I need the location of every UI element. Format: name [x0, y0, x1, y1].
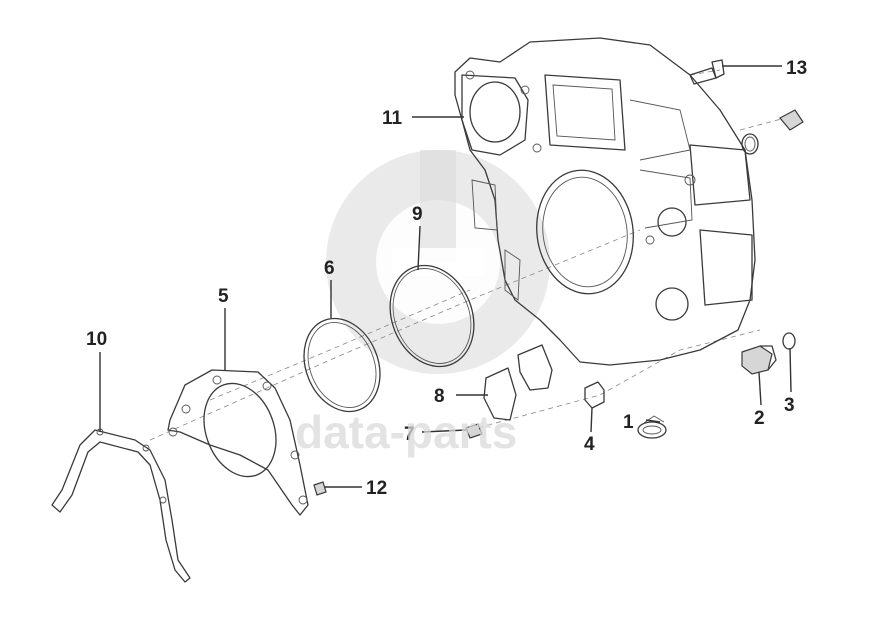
- watermark-logo: [326, 150, 550, 374]
- callout-1: 1: [623, 412, 634, 433]
- callout-3: 3: [784, 395, 795, 416]
- part-4-nut: [584, 381, 605, 409]
- callout-11: 11: [382, 108, 403, 129]
- assembly-axes: [149, 69, 786, 441]
- part-8-cover-plates: [483, 344, 553, 421]
- part-2-cap: [741, 345, 777, 375]
- part-5-seal-carrier: [167, 369, 309, 516]
- part-10-gasket: [51, 428, 191, 583]
- part-9-ring: [389, 264, 475, 368]
- sensor-with-seal: [741, 109, 804, 155]
- part-13-bolt: [689, 59, 725, 85]
- callout-4: 4: [584, 434, 595, 455]
- part-1-clamp: [637, 415, 667, 439]
- callout-13: 13: [786, 58, 807, 79]
- part-12-screw: [313, 481, 327, 496]
- part-7-plug: [465, 423, 483, 439]
- callout-7: 7: [404, 424, 415, 445]
- callout-10: 10: [86, 329, 107, 350]
- callout-12: 12: [366, 478, 387, 499]
- part-3-washer: [782, 332, 796, 350]
- callout-6: 6: [324, 258, 335, 279]
- callout-9: 9: [412, 204, 423, 225]
- part-6-ring: [303, 317, 381, 413]
- leader-lines: [99, 65, 792, 488]
- callout-labels: 1 2 3 4 5 6 7 8 9 10 11 12 13: [86, 58, 807, 499]
- callout-5: 5: [218, 286, 229, 307]
- callout-8: 8: [434, 386, 445, 407]
- flywheel-housing: [454, 37, 756, 366]
- watermark-text: data-parts: [295, 406, 517, 458]
- callout-2: 2: [754, 408, 765, 429]
